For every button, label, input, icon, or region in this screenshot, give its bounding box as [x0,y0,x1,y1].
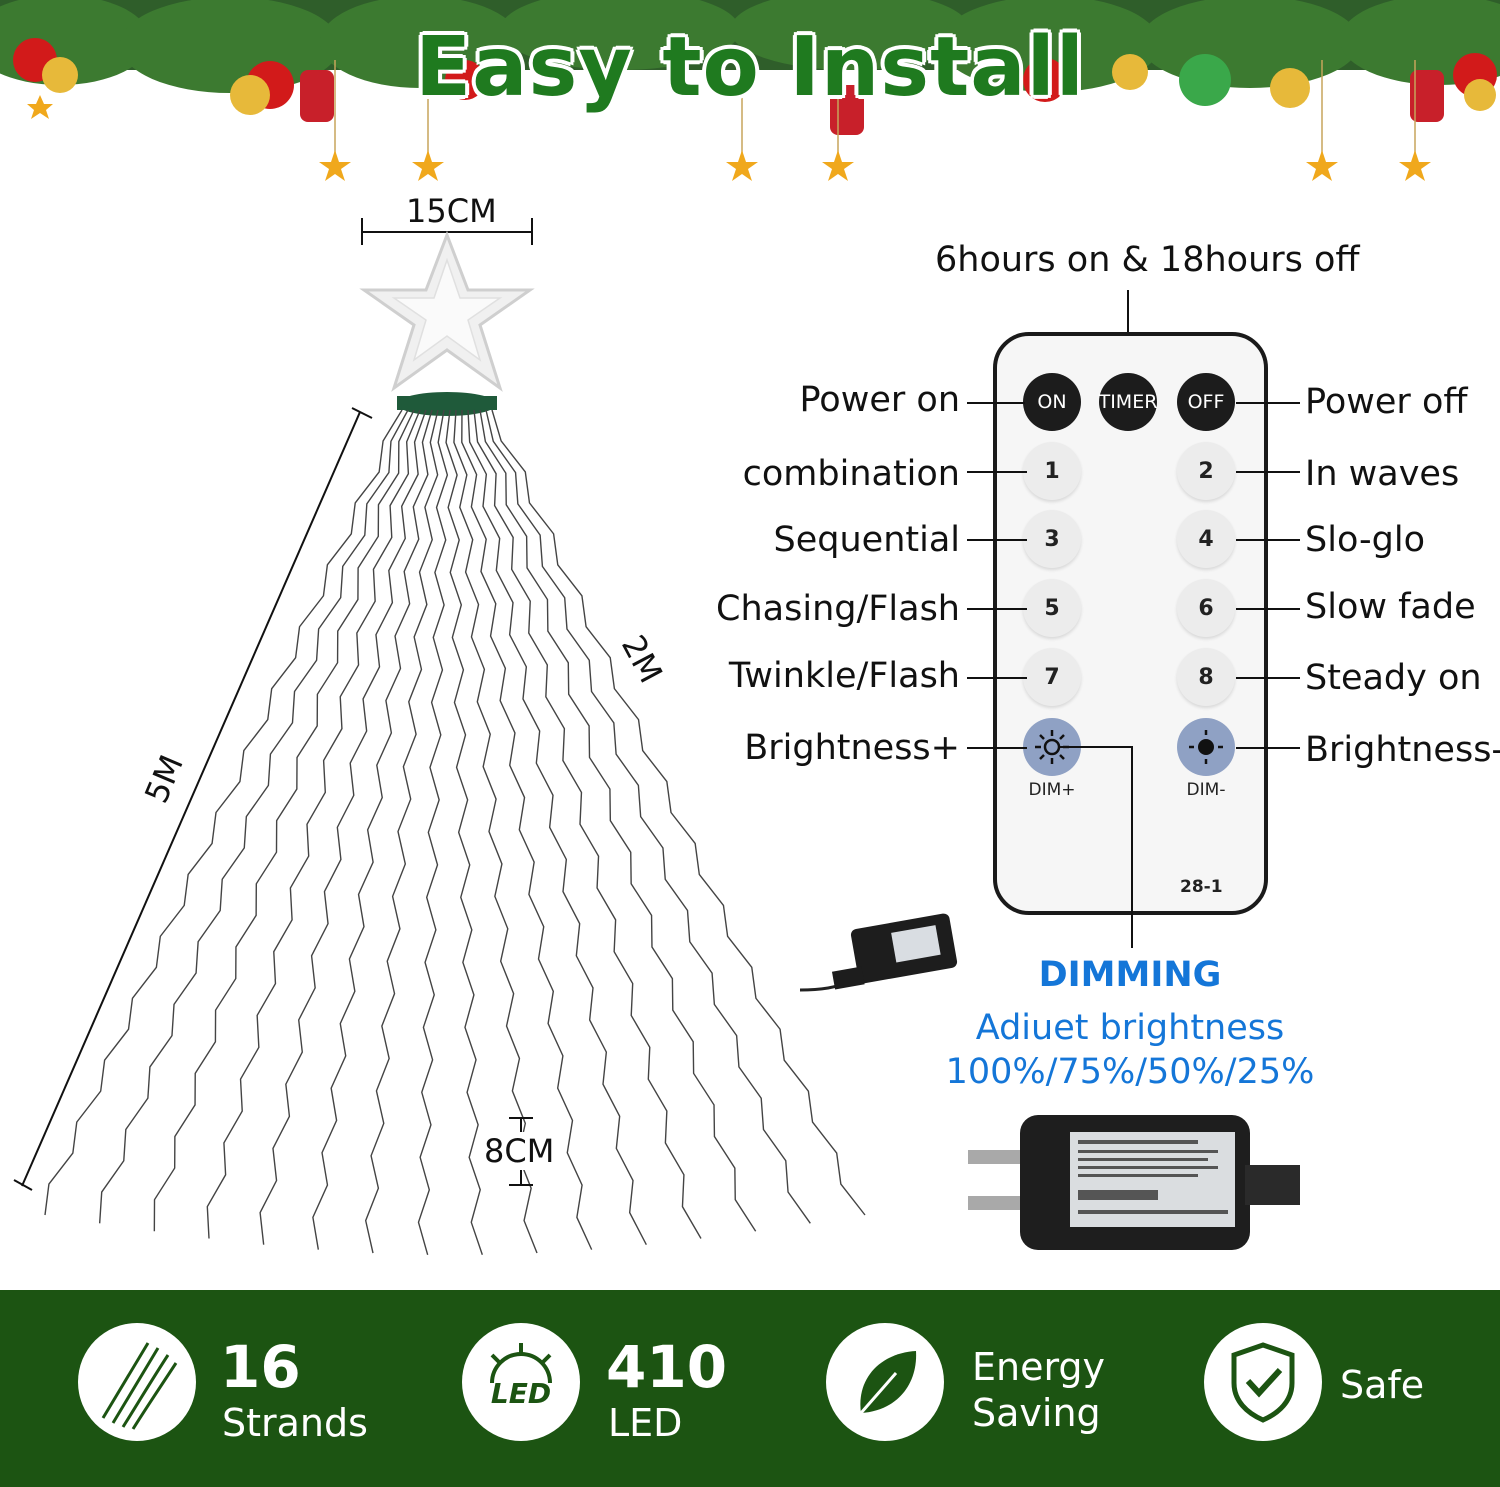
light-strand [485,409,811,1224]
label-brightness-minus: Brightness- [1305,730,1500,770]
label-twinkle-flash: Twinkle/Flash [728,656,960,696]
light-strand [461,409,593,1250]
mode-5-button[interactable]: 5 [1023,579,1081,637]
mode-2-button[interactable]: 2 [1177,442,1235,500]
leaf-icon [826,1323,944,1441]
light-strand [479,409,757,1232]
christmas-garland [0,0,1500,181]
dimming-title: DIMMING [1038,955,1222,995]
label-slow-fade: Slow fade [1305,587,1476,627]
led-count: 410 [606,1333,728,1401]
strands-icon [78,1323,196,1441]
dimming-subtitle: Adiuet brightness [975,1008,1285,1048]
mode-7-button[interactable]: 7 [1023,648,1081,706]
label-power-off: Power off [1305,382,1468,422]
led-label: LED [608,1401,683,1445]
mode-4-button[interactable]: 4 [1177,510,1235,568]
label-brightness-plus: Brightness+ [744,728,960,768]
mode-3-button[interactable]: 3 [1023,510,1081,568]
remote-model-number: 28-1 [1180,877,1223,897]
page-title: Easy to Install [415,20,1085,115]
mode-8-button[interactable]: 8 [1177,648,1235,706]
light-strand [473,409,702,1239]
timer-leader-line [1127,290,1129,370]
dim-minus-label: DIM- [1186,780,1226,800]
label-chasing-flash: Chasing/Flash [716,589,960,629]
label-slo-glo: Slo-glo [1305,520,1425,560]
energy-saving-label: Energy Saving [972,1345,1106,1435]
light-strand [44,409,403,1216]
strands-count: 16 [220,1333,301,1401]
label-steady-on: Steady on [1305,658,1482,698]
sun-filled-icon [1189,730,1223,764]
label-combination: combination [742,454,960,494]
light-strand [445,409,483,1256]
strands-label: Strands [222,1401,368,1445]
light-strand [206,409,421,1239]
label-in-waves: In waves [1305,454,1460,494]
light-strand [98,409,409,1224]
bulb-spacing-label: 8CM [484,1132,555,1170]
svg-text:LED: LED [491,1377,551,1410]
safe-label: Safe [1340,1363,1425,1407]
timer-note: 6hours on & 18hours off [935,240,1360,280]
off-button[interactable]: OFF [1177,373,1235,431]
light-strand [153,409,415,1232]
light-strand [417,409,449,1255]
light-strand [364,409,439,1254]
dimming-levels: 100%/75%/50%/25% [945,1052,1315,1092]
mode-6-button[interactable]: 6 [1177,579,1235,637]
dim-minus-button[interactable] [1177,718,1235,776]
led-icon: LED [462,1323,580,1441]
dim-plus-label: DIM+ [1028,780,1076,800]
shield-check-icon [1204,1323,1322,1441]
label-sequential: Sequential [773,520,960,560]
light-strand [491,409,866,1216]
mode-1-button[interactable]: 1 [1023,442,1081,500]
light-strand [312,409,433,1250]
on-button[interactable]: ON [1023,373,1081,431]
timer-button[interactable]: TIMER [1099,373,1157,431]
light-strand [259,409,427,1245]
light-strand [467,409,647,1246]
label-power-on: Power on [799,380,960,420]
star-width-label: 15CM [406,192,497,230]
power-adapter-image [968,1115,1300,1250]
tree-light-diagram [13,218,958,1256]
light-strand [453,409,538,1254]
